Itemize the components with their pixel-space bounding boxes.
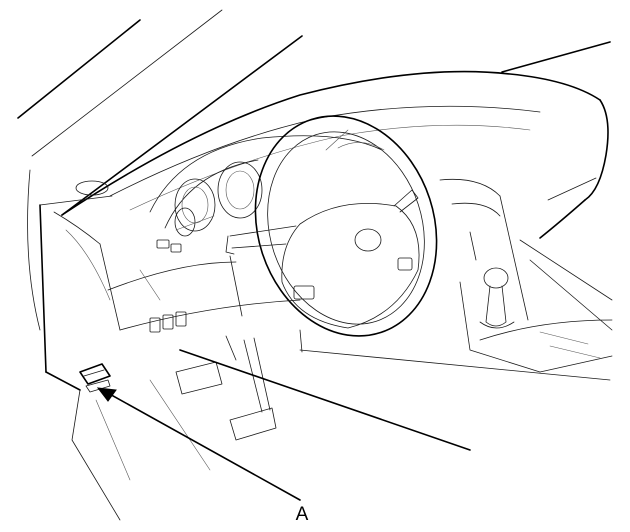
instrument-cluster [149,135,383,237]
callout-label-a: A [295,504,309,525]
left-dash-panel [39,180,131,521]
dashboard-outline [61,41,613,331]
pedals [175,335,277,441]
callout-leader-a [96,387,301,501]
a-pillar [17,9,303,331]
lower-dash [107,239,303,353]
floor-lines [149,349,611,471]
obd-connector [79,363,111,393]
center-console [439,179,613,373]
steering-wheel [225,115,438,337]
